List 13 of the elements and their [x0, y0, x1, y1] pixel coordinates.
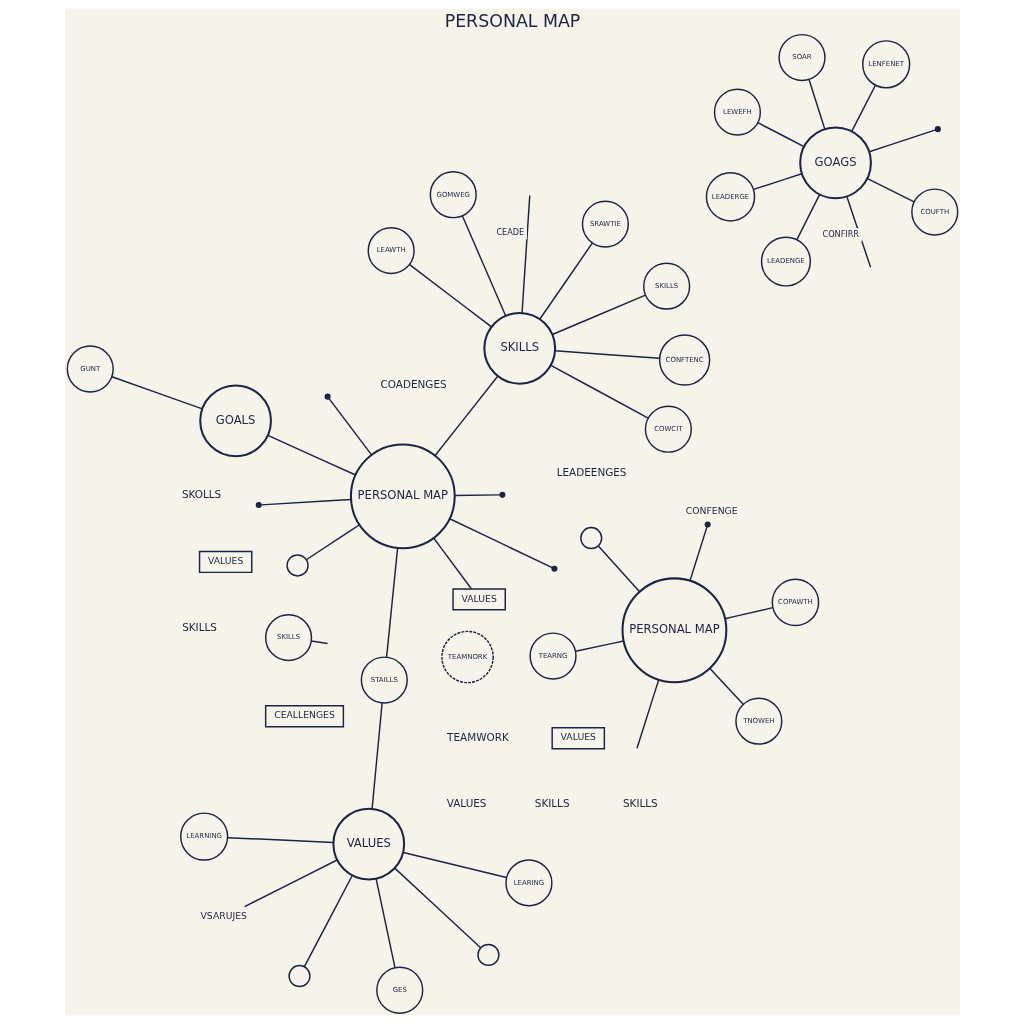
edge-label: CEADE: [495, 227, 524, 238]
label: SKILLS: [534, 796, 570, 809]
label: COADENGES: [380, 378, 447, 391]
label: SKILLS: [622, 796, 658, 809]
node-text: VSARUJES: [200, 910, 247, 922]
label: SKOLLS: [181, 488, 221, 501]
label: VALUES: [446, 796, 486, 809]
diagram-title: PERSONAL MAP: [444, 11, 580, 32]
edge-label: CONFIRR: [822, 229, 859, 240]
label: TEAMWORK: [446, 730, 509, 743]
node-text: CONFENGE: [685, 504, 738, 516]
label: LEADEENGES: [556, 466, 626, 479]
label: SKILLS: [181, 620, 217, 633]
